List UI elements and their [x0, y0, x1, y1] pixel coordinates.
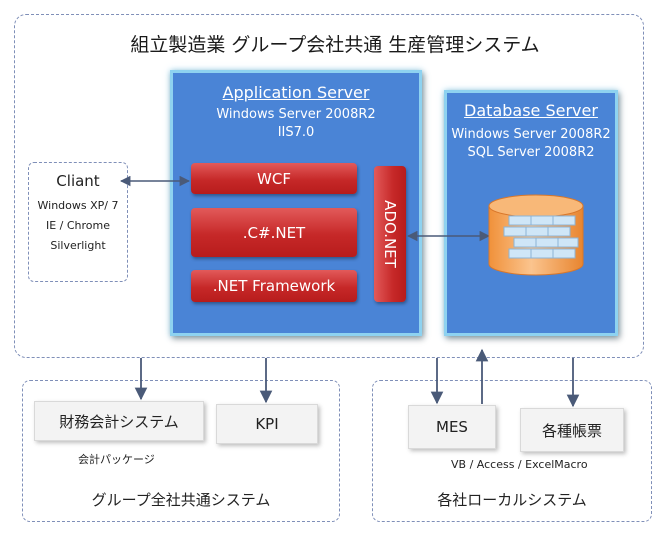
dotnet-framework-component: .NET Framework [191, 270, 357, 302]
group-system-title: グループ全社共通システム [91, 491, 271, 509]
client-browser: IE / Chrome [45, 219, 111, 232]
local-system-title: 各社ローカルシステム [437, 491, 587, 509]
ado-net-component: ADO.NET [374, 166, 406, 302]
app-server-os: Windows Server 2008R2 [216, 107, 376, 122]
database-icon [488, 194, 584, 276]
accounting-package-note: 会計パッケージ [78, 453, 155, 466]
reports-box: 各種帳票 [520, 408, 624, 452]
client-os: Windows XP/ 7 [37, 199, 119, 212]
csharp-component: .C#.NET [191, 208, 357, 257]
mes-box: MES [408, 405, 496, 449]
kpi-box: KPI [216, 404, 318, 444]
app-server-web: IIS7.0 [277, 125, 315, 140]
db-server-engine: SQL Server 2008R2 [467, 145, 595, 160]
db-server-os: Windows Server 2008R2 [451, 127, 611, 142]
client-plugin: Silverlight [50, 239, 106, 252]
client-box: Cliant Windows XP/ 7 IE / Chrome Silverl… [28, 162, 128, 282]
local-tools-note: VB / Access / ExcelMacro [451, 458, 588, 471]
system-title: 組立製造業 グループ会社共通 生産管理システム [130, 34, 540, 56]
db-server-title: Database Server [464, 101, 598, 120]
app-server-title: Application Server [222, 83, 370, 102]
accounting-system-box: 財務会計システム [34, 401, 204, 441]
client-title: Cliant [56, 172, 100, 190]
wcf-component: WCF [191, 163, 357, 194]
